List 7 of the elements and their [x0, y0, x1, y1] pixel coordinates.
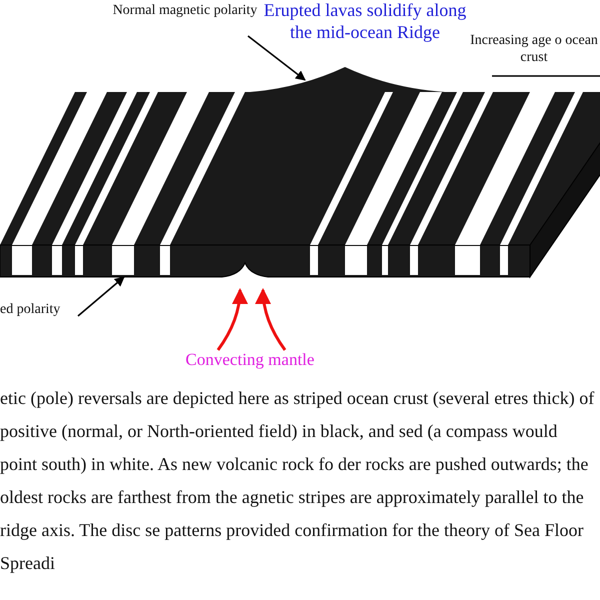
- leader-line: [248, 35, 306, 81]
- callout-text: Normal magnetic polarity: [110, 3, 260, 20]
- annotation-text: Convecting mantle: [184, 350, 316, 370]
- leader-line: [77, 276, 125, 317]
- callout-text: ed polarity: [0, 302, 72, 319]
- caption-paragraph: etic (pole) reversals are depicted here as striped ocean crust (several etres thick) of positive (normal, or North-oriented field) in black, and sed (a compass would point south) in white. As new volcanic rock fo der rocks are pushed outwards; the oldest rocks are farthest from the agnetic stripes are approximately parallel to the ridge axis. The disc se patterns provided confirmation for the theory of Sea Floor Spreadi: [0, 387, 596, 575]
- annotation-text: Increasing age o ocean crust: [470, 33, 598, 67]
